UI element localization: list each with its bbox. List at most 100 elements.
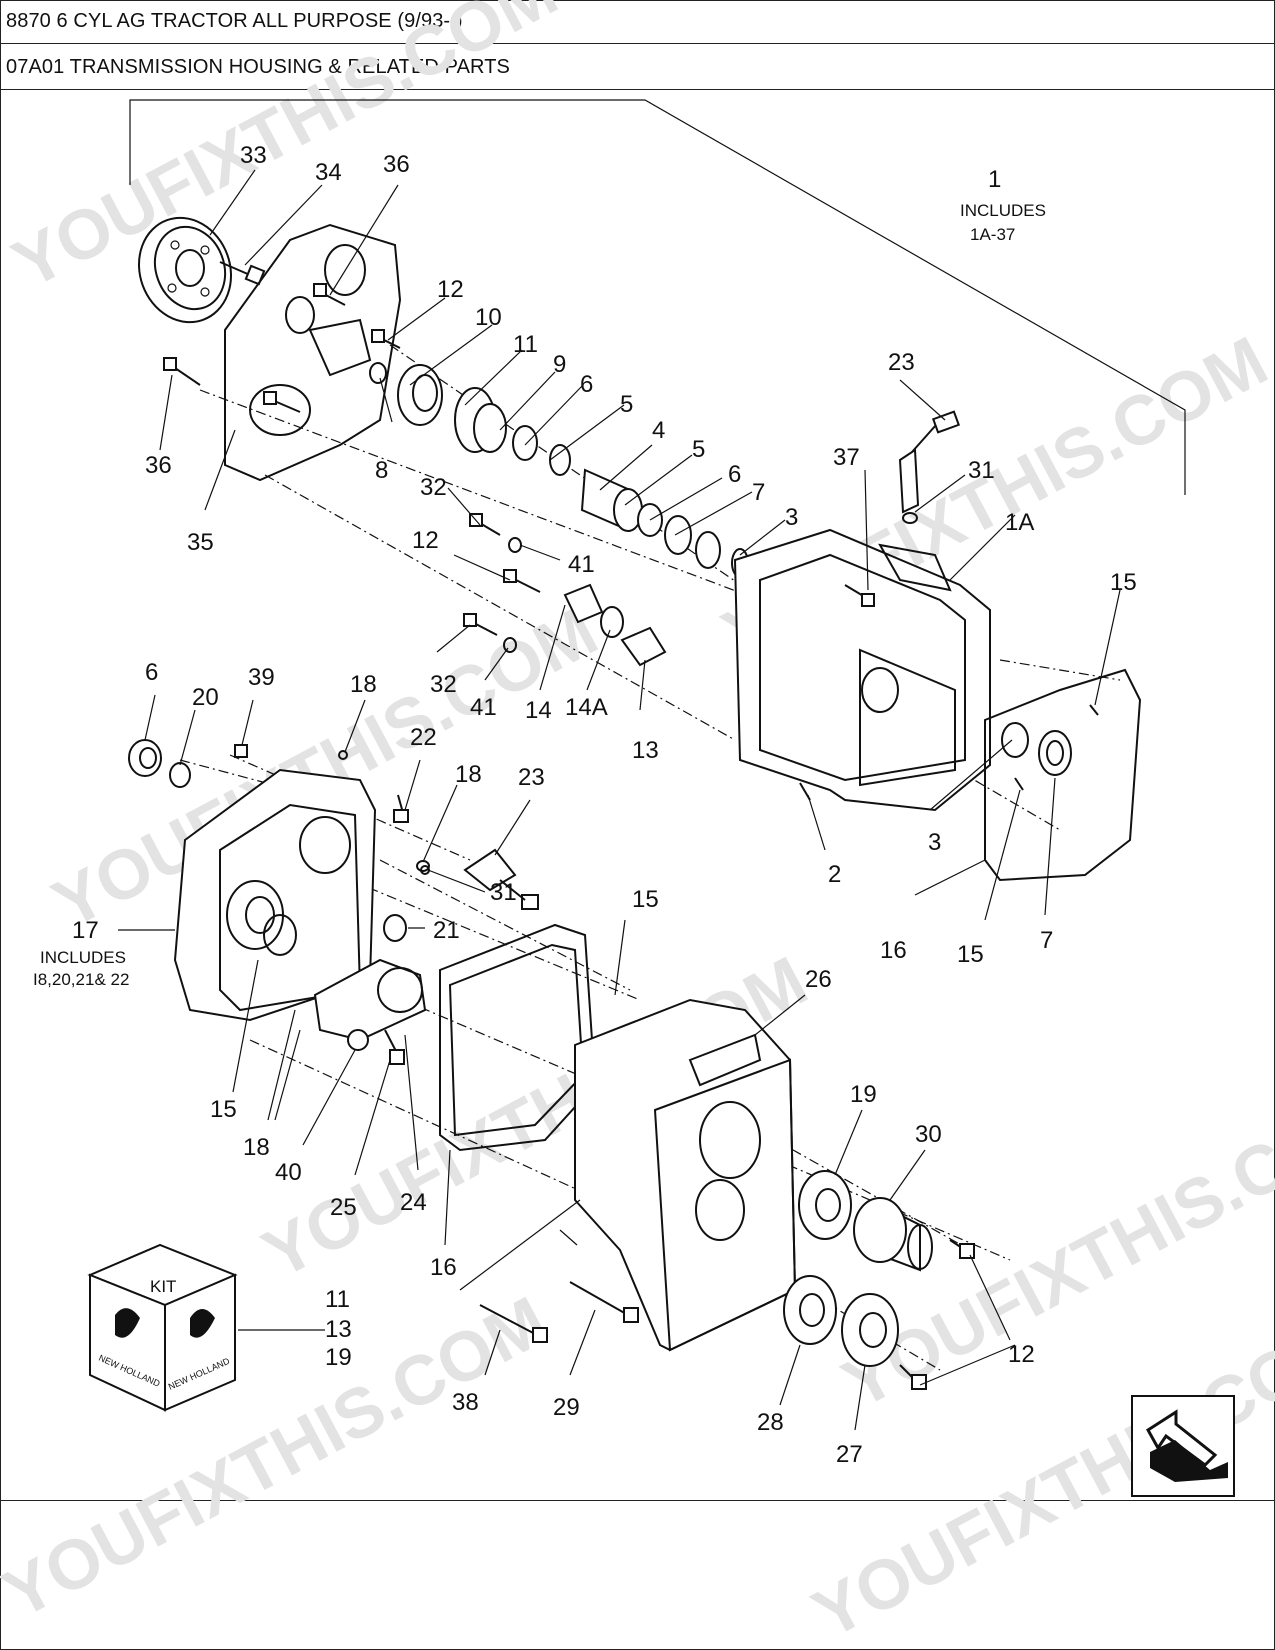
header-divider-2 — [0, 89, 1275, 90]
gasket-right-part — [799, 668, 1142, 882]
leader-lines — [118, 169, 1121, 1431]
callout-30: 30 — [915, 1121, 942, 1148]
callout-3b: 3 — [928, 829, 941, 856]
callout-13: 13 — [632, 737, 659, 764]
callout-32: 32 — [420, 474, 447, 501]
callout-34: 34 — [315, 159, 342, 186]
callout-1a: 1A — [1005, 509, 1034, 536]
callout-16b: 16 — [430, 1254, 457, 1281]
callout-18c: 18 — [243, 1134, 270, 1161]
callout-1-range: 1A-37 — [970, 225, 1015, 244]
section-title: 07A01 TRANSMISSION HOUSING & RELATED PAR… — [6, 56, 510, 78]
callout-8: 8 — [375, 457, 388, 484]
callout-23: 23 — [888, 349, 915, 376]
watermark-text: YOUFIXTHIS.COM — [0, 1281, 559, 1633]
bolt-part — [219, 261, 266, 286]
bolt-part — [163, 283, 346, 413]
callout-9: 9 — [553, 351, 566, 378]
callout-24: 24 — [400, 1189, 427, 1216]
callout-10: 10 — [475, 304, 502, 331]
rear-housing-26 — [574, 998, 797, 1352]
callout-27: 27 — [836, 1441, 863, 1468]
callout-4: 4 — [652, 417, 665, 444]
callout-31b: 31 — [490, 879, 517, 906]
callout-23b: 23 — [518, 764, 545, 791]
callout-41: 41 — [568, 551, 595, 578]
fastener-parts — [463, 513, 667, 667]
callout-labels: 33 34 36 1 INCLUDES 1A-37 12 10 11 9 6 5… — [33, 142, 1137, 1468]
plate-hole — [324, 244, 366, 296]
callout-6: 6 — [580, 371, 593, 398]
callout-32b: 32 — [430, 671, 457, 698]
callout-19: 19 — [850, 1081, 877, 1108]
bracket-part-24 — [313, 958, 427, 1065]
kit-item-13: 13 — [325, 1316, 352, 1343]
callout-12b: 12 — [412, 527, 439, 554]
plate-hole — [285, 296, 315, 334]
callout-41b: 41 — [470, 694, 497, 721]
cover-plate-part — [224, 223, 402, 482]
callout-17: 17 — [72, 917, 99, 944]
kit-item-11: 11 — [325, 1286, 350, 1313]
callout-15c: 15 — [632, 886, 659, 913]
watermark-text: YOUFIXTHIS.COM — [0, 0, 569, 303]
model-title: 8870 6 CYL AG TRACTOR ALL PURPOSE (9/93-… — [6, 10, 463, 32]
callout-25: 25 — [330, 1194, 357, 1221]
callout-36: 36 — [383, 151, 410, 178]
callout-21: 21 — [433, 917, 460, 944]
transmission-housing-1a — [733, 528, 991, 812]
callout-14: 14 — [525, 697, 552, 724]
header-divider-1 — [0, 43, 1275, 44]
callout-6c: 6 — [145, 659, 158, 686]
footer-divider — [0, 1500, 1275, 1501]
callout-2: 2 — [828, 861, 841, 888]
callout-3: 3 — [785, 504, 798, 531]
callout-17-range: I8,20,21& 22 — [33, 970, 129, 989]
sensor-part — [844, 410, 961, 607]
pulley-part — [137, 216, 233, 324]
callout-38: 38 — [452, 1389, 479, 1416]
callout-7: 7 — [752, 479, 765, 506]
callout-7b: 7 — [1040, 927, 1053, 954]
kit-cube: KIT NEW HOLLAND NEW HOLLAND — [87, 1243, 238, 1412]
callout-36b: 36 — [145, 452, 172, 479]
callout-6b: 6 — [728, 461, 741, 488]
long-bolts — [479, 1281, 639, 1343]
callout-1-includes: INCLUDES — [960, 201, 1046, 220]
assembly-bracket — [129, 99, 1186, 495]
gasket-left-part — [439, 923, 597, 1152]
sensor-mid-part — [383, 848, 539, 942]
callout-12: 12 — [437, 276, 464, 303]
brand-leaf-icon — [115, 1308, 140, 1338]
rear-flanges — [783, 1170, 975, 1390]
callout-15: 15 — [1110, 569, 1137, 596]
callout-37: 37 — [833, 444, 860, 471]
callout-11: 11 — [513, 331, 538, 358]
callout-33: 33 — [240, 142, 267, 169]
callout-18b: 18 — [455, 761, 482, 788]
callout-17-includes: INCLUDES — [40, 948, 126, 967]
callout-14a: 14A — [565, 694, 608, 721]
callout-29: 29 — [553, 1394, 580, 1421]
callout-39: 39 — [248, 664, 275, 691]
brand-leaf-icon — [190, 1309, 215, 1338]
callout-35: 35 — [187, 529, 214, 556]
callout-18: 18 — [350, 671, 377, 698]
callout-12c: 12 — [1008, 1341, 1035, 1368]
callout-15b: 15 — [957, 941, 984, 968]
callout-20: 20 — [192, 684, 219, 711]
nav-arrow-icon[interactable] — [1131, 1395, 1235, 1497]
callout-31: 31 — [968, 457, 995, 484]
small-parts-left — [128, 739, 430, 875]
plate-hole — [249, 384, 311, 436]
callout-1: 1 — [988, 166, 1001, 193]
callout-26: 26 — [805, 966, 832, 993]
callout-40: 40 — [275, 1159, 302, 1186]
callout-5b: 5 — [692, 436, 705, 463]
callout-15d: 15 — [210, 1096, 237, 1123]
callout-5: 5 — [620, 391, 633, 418]
callout-16: 16 — [880, 937, 907, 964]
callout-28: 28 — [757, 1409, 784, 1436]
gasket-part — [308, 318, 372, 377]
